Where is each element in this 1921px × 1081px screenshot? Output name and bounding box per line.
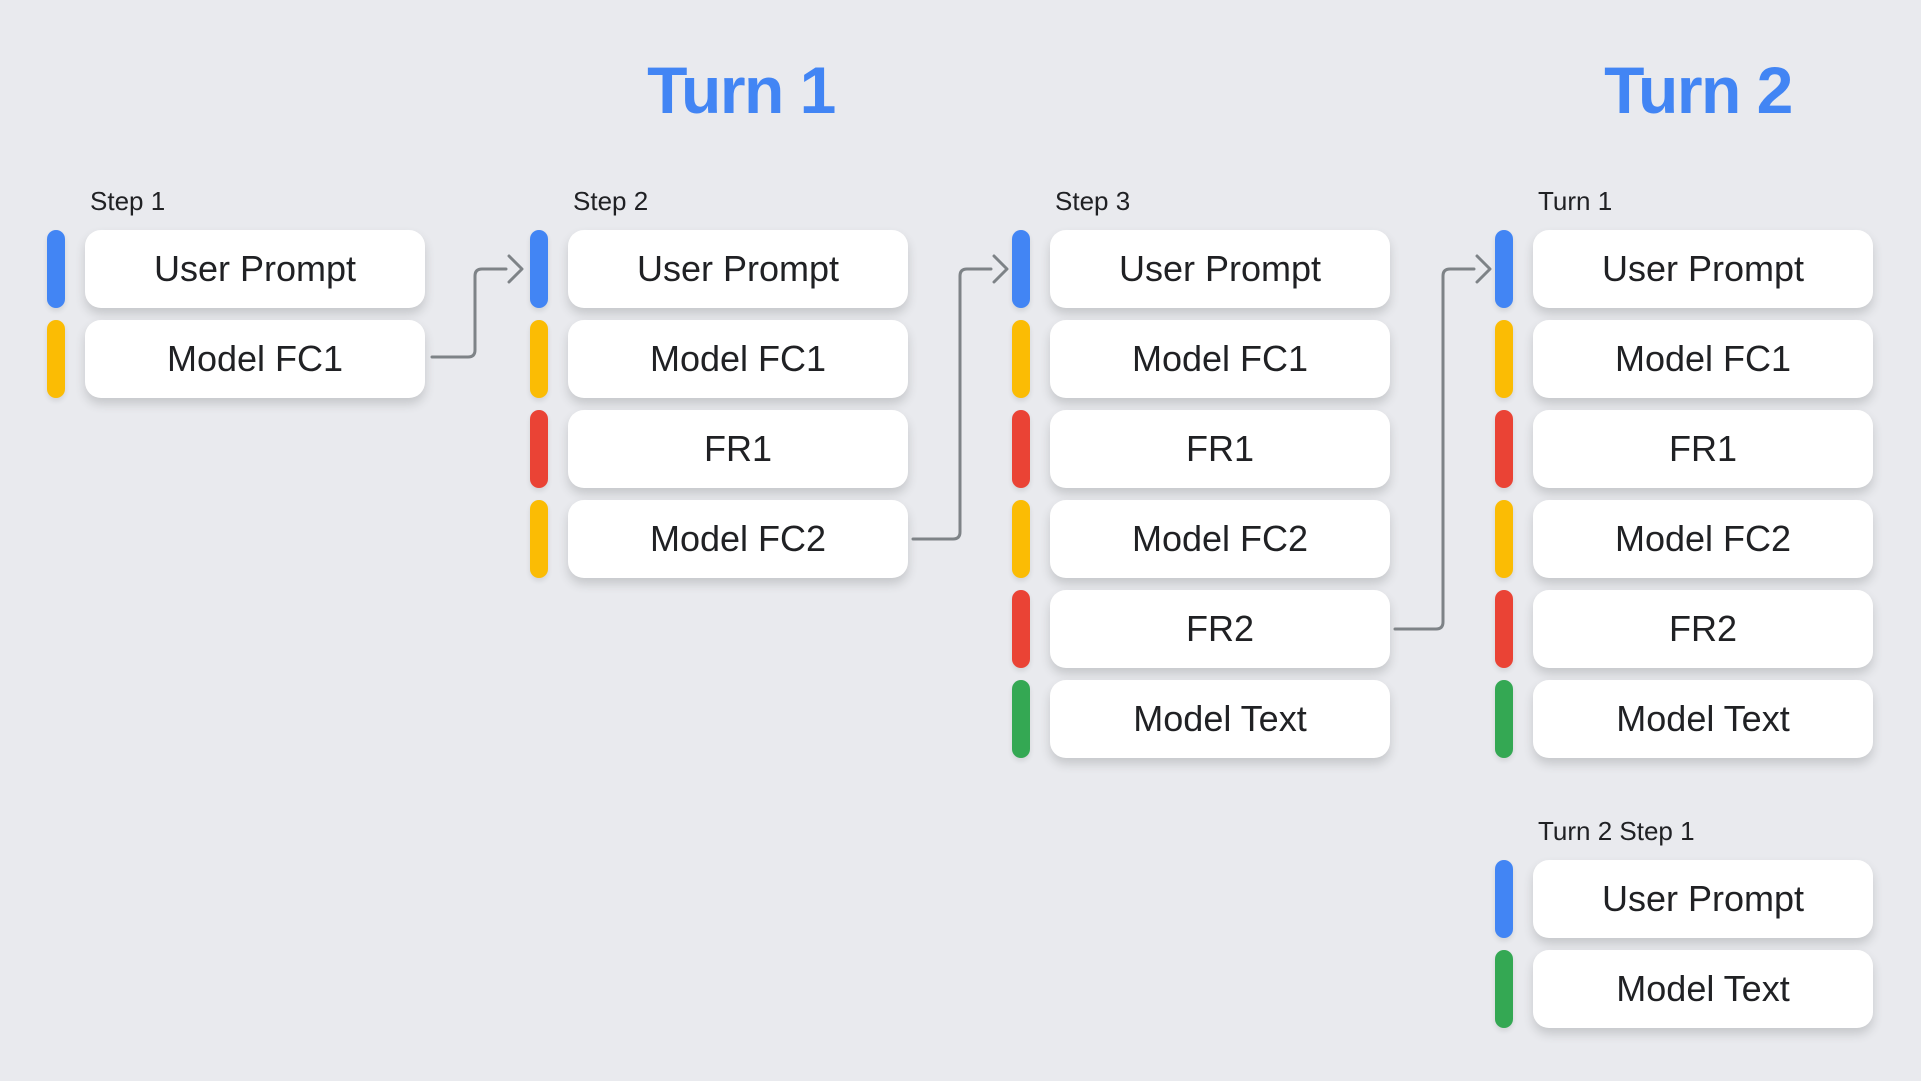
model-fc2-color-bar — [1495, 500, 1513, 578]
user-prompt-color-bar — [530, 230, 548, 308]
box-model-text: Model Text — [1533, 950, 1873, 1028]
user-prompt-color-bar — [1495, 230, 1513, 308]
fr1-color-bar — [530, 410, 548, 488]
arrow-step2-to-step3 — [911, 254, 1009, 541]
box-model-fc1: Model FC1 — [1050, 320, 1390, 398]
box-model-fc1: Model FC1 — [568, 320, 908, 398]
box-fr2: FR2 — [1050, 590, 1390, 668]
user-prompt-color-bar — [1495, 860, 1513, 938]
box-fr1: FR1 — [568, 410, 908, 488]
box-fr1: FR1 — [1050, 410, 1390, 488]
box-user-prompt: User Prompt — [85, 230, 425, 308]
turn-1-title: Turn 1 — [647, 53, 836, 127]
arrow-step1-to-step2 — [430, 254, 524, 359]
fr1-color-bar — [1012, 410, 1030, 488]
group-label-step-2: Step 2 — [573, 186, 649, 216]
box-model-fc2: Model FC2 — [568, 500, 908, 578]
box-user-prompt: User Prompt — [1050, 230, 1390, 308]
model-fc2-color-bar — [1012, 500, 1030, 578]
box-fr2: FR2 — [1533, 590, 1873, 668]
arrow-step3-to-turn1 — [1393, 254, 1492, 631]
group-label-step-3: Step 3 — [1055, 186, 1131, 216]
box-user-prompt: User Prompt — [1533, 230, 1873, 308]
box-model-fc2: Model FC2 — [1050, 500, 1390, 578]
fr1-color-bar — [1495, 410, 1513, 488]
group-label-turn-1: Turn 1 — [1538, 186, 1613, 216]
group-label-turn-2-step-1: Turn 2 Step 1 — [1538, 816, 1695, 846]
box-user-prompt: User Prompt — [568, 230, 908, 308]
box-model-fc1: Model FC1 — [85, 320, 425, 398]
box-model-text: Model Text — [1050, 680, 1390, 758]
fr2-color-bar — [1495, 590, 1513, 668]
user-prompt-color-bar — [1012, 230, 1030, 308]
model-fc2-color-bar — [530, 500, 548, 578]
model-fc1-color-bar — [47, 320, 65, 398]
box-model-fc2: Model FC2 — [1533, 500, 1873, 578]
model-text-color-bar — [1012, 680, 1030, 758]
box-fr1: FR1 — [1533, 410, 1873, 488]
box-model-text: Model Text — [1533, 680, 1873, 758]
box-model-fc1: Model FC1 — [1533, 320, 1873, 398]
model-fc1-color-bar — [1495, 320, 1513, 398]
fr2-color-bar — [1012, 590, 1030, 668]
model-text-color-bar — [1495, 680, 1513, 758]
model-text-color-bar — [1495, 950, 1513, 1028]
turn-2-title: Turn 2 — [1604, 53, 1793, 127]
user-prompt-color-bar — [47, 230, 65, 308]
box-user-prompt: User Prompt — [1533, 860, 1873, 938]
model-fc1-color-bar — [1012, 320, 1030, 398]
model-fc1-color-bar — [530, 320, 548, 398]
group-label-step-1: Step 1 — [90, 186, 166, 216]
